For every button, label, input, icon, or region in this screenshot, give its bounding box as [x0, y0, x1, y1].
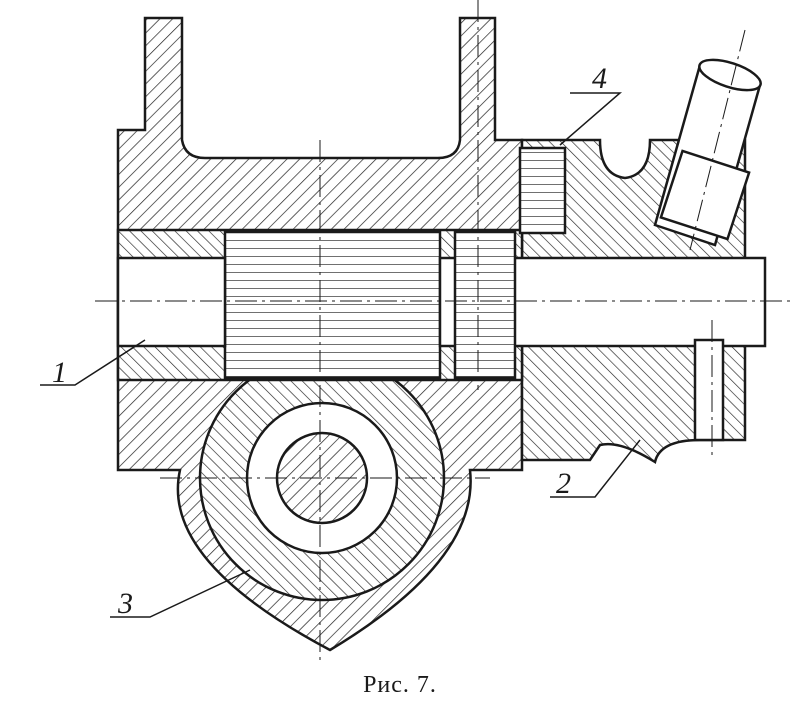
- gear-teeth: [223, 230, 442, 380]
- clutch-4: [518, 146, 567, 235]
- figure-caption: Рис. 7.: [363, 672, 437, 698]
- shaft-1: [116, 256, 227, 348]
- oil-hole: [693, 338, 725, 442]
- label-2: 2: [556, 467, 571, 500]
- label-4: 4: [592, 62, 607, 95]
- key-slots: [453, 230, 517, 380]
- label-1: 1: [52, 356, 67, 389]
- label-3: 3: [117, 587, 133, 620]
